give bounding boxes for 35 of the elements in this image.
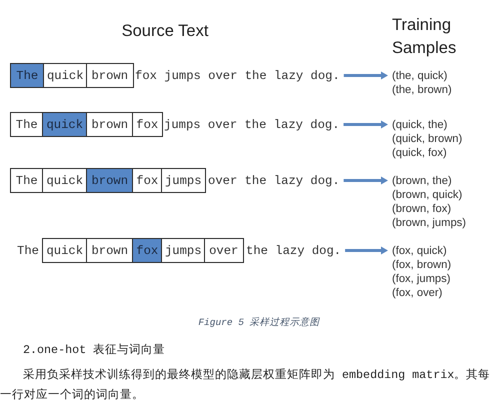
section-heading: 2.one-hot 表征与词向量 — [23, 342, 166, 358]
sentence-text: jumps over the lazy dog. — [164, 116, 340, 132]
highlighted-word-cell: The — [10, 63, 44, 88]
word-cell: quick — [42, 238, 88, 263]
sentence-text: over the lazy dog. — [208, 172, 340, 188]
word-cell: over — [204, 238, 244, 263]
highlighted-word-cell: fox — [132, 238, 162, 263]
word-cell: jumps — [161, 168, 206, 193]
word-cell: jumps — [161, 238, 206, 263]
sentence-text: the lazy dog. — [246, 242, 342, 258]
word-cell: quick — [43, 63, 88, 88]
word-cell: brown — [86, 63, 134, 88]
word-cell: brown — [86, 238, 134, 263]
arrow — [344, 120, 388, 128]
highlighted-word-cell: brown — [86, 168, 134, 193]
arrow — [344, 72, 388, 80]
sentence-text: fox jumps over the lazy dog. — [135, 68, 340, 84]
word-cell: The — [10, 168, 44, 193]
training-pairs: (quick, the) (quick, brown) (quick, fox) — [392, 118, 462, 160]
arrow — [344, 176, 388, 184]
column-heading: Source Text — [122, 22, 208, 41]
figure-caption: Figure 5 采样过程示意图 — [198, 316, 320, 330]
word-cell: fox — [132, 168, 162, 193]
training-pairs: (the, quick) (the, brown) — [392, 68, 452, 96]
arrow — [345, 246, 388, 254]
column-heading: Training Samples — [392, 15, 458, 59]
word-cell: brown — [86, 112, 134, 137]
word-cell: quick — [42, 168, 88, 193]
training-pairs: (fox, quick) (fox, brown) (fox, jumps) (fox, over) — [392, 244, 452, 300]
training-pairs: (brown, the) (brown, quick) (brown, fox) (brown, jumps) — [392, 174, 466, 230]
highlighted-word-cell: quick — [42, 112, 88, 137]
sentence-text: The — [17, 242, 39, 258]
word-cell: fox — [132, 112, 162, 137]
body-paragraph: 采用负采样技术训练得到的最终模型的隐藏层权重矩阵即为 embedding matrix。其每一行对应一个词的词向量。 — [0, 367, 491, 404]
word-cell: The — [10, 112, 44, 137]
